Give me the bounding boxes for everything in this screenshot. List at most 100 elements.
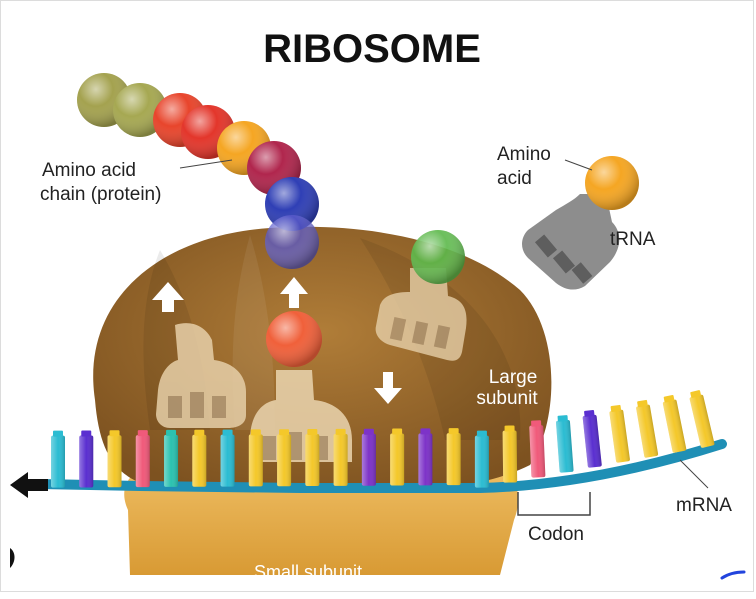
- arrow-down-entering-icon: [374, 372, 402, 404]
- nucleotide-shine: [361, 433, 376, 486]
- nucleotide-cap: [690, 390, 701, 398]
- nucleotide-shine: [529, 425, 546, 478]
- nucleotide-shine: [689, 394, 715, 448]
- nucleotide-cap: [81, 430, 92, 437]
- amino-acid-pointer-line: [564, 159, 593, 171]
- nucleotide-shine: [474, 435, 489, 488]
- nucleotide-cap: [663, 395, 675, 403]
- nucleotide-shine: [220, 434, 235, 487]
- nucleotide-cap: [194, 429, 205, 436]
- nucleotide: [502, 425, 518, 483]
- nucleotide-shine: [502, 430, 518, 483]
- mrna-nucleotides: [51, 390, 715, 488]
- amino-acid-chain-label-line2: chain (protein): [40, 184, 161, 205]
- nucleotide-cap: [109, 430, 120, 437]
- trna-exit: [156, 323, 246, 428]
- small-subunit-label: Small subunit: [254, 562, 362, 582]
- nucleotide-cap: [420, 428, 431, 435]
- nucleotide: [446, 428, 461, 486]
- nucleotide-cap: [250, 429, 261, 436]
- free-amino-acid-shine: [585, 156, 639, 210]
- chain-amino-acid-shine: [265, 215, 319, 269]
- nucleotide-shine: [192, 434, 207, 487]
- nucleotide: [636, 399, 659, 458]
- mrna-strand: [35, 439, 727, 493]
- mrna-pointer-line: [679, 459, 709, 489]
- nucleotide-shine: [107, 435, 122, 488]
- nucleotide-shine: [636, 404, 659, 458]
- chain-pointer-line: [179, 159, 233, 169]
- corner-mark-right: [720, 570, 746, 580]
- nucleotide-cap: [222, 429, 233, 436]
- diagram-title: RIBOSOME: [263, 27, 481, 71]
- arrow-up-exit-icon: [152, 282, 184, 312]
- nucleotide-shine: [390, 433, 405, 486]
- nucleotide: [333, 428, 348, 486]
- nucleotide-shine: [164, 434, 179, 487]
- nucleotide-cap: [166, 429, 177, 436]
- nucleotide-cap: [53, 430, 63, 437]
- nucleotide: [361, 428, 376, 486]
- nucleotide: [192, 429, 207, 487]
- nucleotide-cap: [279, 429, 290, 436]
- nucleotide: [418, 428, 433, 486]
- nucleotide: [582, 409, 602, 468]
- nucleotide-shine: [51, 435, 65, 488]
- nucleotide-shine: [446, 433, 461, 486]
- nucleotide-shine: [609, 409, 630, 463]
- nucleotide: [609, 404, 630, 463]
- nucleotide-cap: [610, 404, 622, 412]
- nucleotide-shine: [333, 433, 348, 486]
- nucleotide: [277, 429, 292, 487]
- nucleotide-shine: [305, 434, 320, 487]
- nucleotide-cap: [476, 430, 487, 437]
- nucleotide: [529, 420, 546, 478]
- nucleotide: [164, 429, 179, 487]
- mrna-direction-arrow-icon: [10, 472, 48, 498]
- nucleotide-shine: [248, 434, 263, 487]
- nucleotide: [51, 430, 65, 488]
- large-subunit-label-line1: Large: [489, 367, 538, 388]
- nucleotide-cap: [335, 428, 346, 435]
- nucleotide-shine: [135, 435, 150, 488]
- free-trna: [522, 194, 620, 290]
- nucleotide: [79, 430, 94, 488]
- amino-acid-chain-label-line1: Amino acid: [42, 160, 136, 181]
- trna-entering: [375, 268, 467, 361]
- nucleotide: [556, 415, 574, 473]
- nucleotide-shine: [277, 434, 292, 487]
- amino-acid-chain: [77, 73, 319, 269]
- nucleotide: [305, 429, 320, 487]
- nucleotide: [390, 428, 405, 486]
- nucleotide-shine: [418, 433, 433, 486]
- nucleotide-cap: [531, 420, 542, 427]
- trna-label: tRNA: [610, 229, 656, 250]
- nucleotide-cap: [137, 430, 148, 437]
- nucleotide-cap: [637, 399, 648, 408]
- nucleotide-cap: [448, 428, 459, 435]
- large-subunit-label-line2: subunit: [476, 388, 538, 409]
- amino-acid-label-line2: acid: [497, 168, 532, 189]
- nucleotide-cap: [557, 415, 568, 422]
- nucleotide: [248, 429, 263, 487]
- nucleotide: [107, 430, 122, 488]
- nucleotide: [135, 430, 150, 488]
- bound-amino-acid-peptidyl-shine: [266, 311, 322, 367]
- bound-amino-acid-entering-shine: [411, 230, 465, 284]
- nucleotide-shine: [79, 435, 94, 488]
- chain-amino-acid-shine: [265, 177, 319, 231]
- corner-mark-left: [10, 548, 15, 568]
- nucleotide-cap: [363, 428, 374, 435]
- nucleotide: [220, 429, 235, 487]
- nucleotide-cap: [584, 409, 595, 417]
- nucleotide-shine: [662, 399, 687, 453]
- nucleotide: [662, 395, 687, 453]
- codon-label: Codon: [528, 524, 584, 545]
- amino-acid-label-line1: Amino: [497, 144, 551, 165]
- nucleotide: [689, 390, 715, 448]
- nucleotide-cap: [392, 428, 403, 435]
- nucleotide-cap: [307, 429, 318, 436]
- codon-bracket: [517, 492, 591, 516]
- nucleotide-shine: [582, 414, 602, 468]
